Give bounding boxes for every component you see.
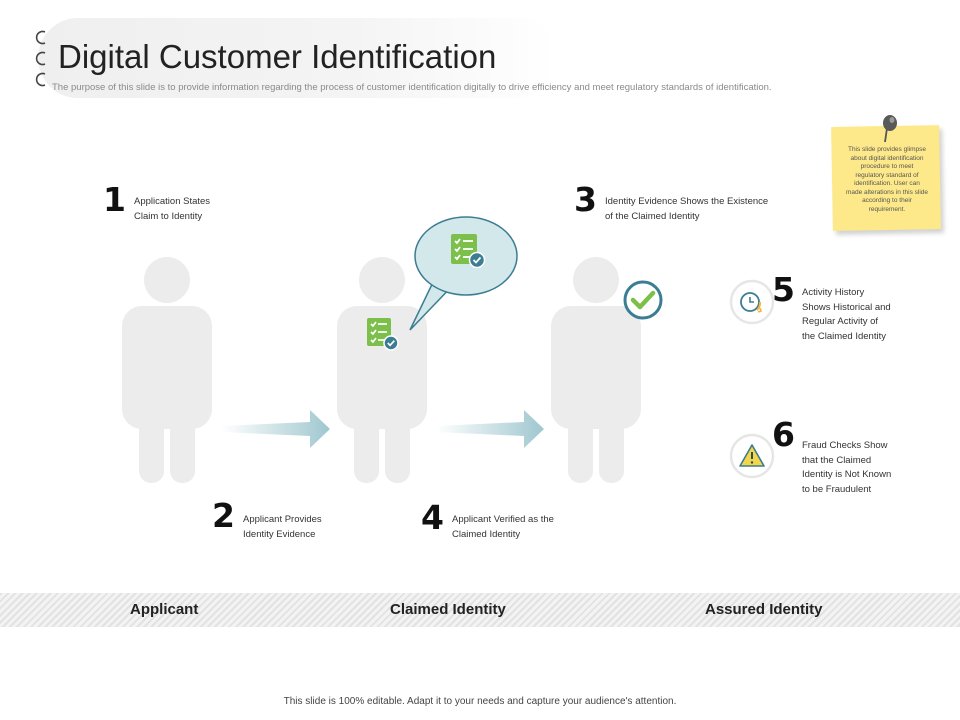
flow-arrow-1 (222, 410, 330, 448)
step-4-number: 4 (421, 498, 444, 537)
page-subtitle: The purpose of this slide is to provide … (52, 82, 772, 93)
page-title: Digital Customer Identification (58, 38, 497, 75)
binder-rings-icon (35, 30, 46, 87)
stage-label-claimed-identity: Claimed Identity (390, 601, 506, 618)
step-3-text: Identity Evidence Shows the Existence of… (605, 196, 769, 222)
speech-bubble (409, 216, 518, 331)
step-3-number: 3 (574, 180, 597, 219)
sticky-note-text: This slide provides glimpse about digita… (845, 146, 928, 213)
pushpin-icon (883, 115, 897, 143)
step-5-number: 5 (772, 270, 795, 309)
step-4-text: Applicant Verified as the Claimed Identi… (452, 514, 554, 540)
applicant-figure (122, 257, 212, 483)
step-1-number: 1 (103, 180, 126, 219)
step-6-number: 6 (772, 415, 795, 454)
step-5-text: Activity History Shows Historical and Re… (802, 287, 891, 342)
checkmark-circle-icon (623, 280, 663, 320)
clock-history-icon (729, 279, 775, 325)
stage-label-assured-identity: Assured Identity (705, 601, 823, 618)
step-1-text: Application States Claim to Identity (134, 196, 211, 222)
step-2-text: Applicant Provides Identity Evidence (243, 514, 322, 540)
step-2-number: 2 (212, 496, 235, 535)
step-6-text: Fraud Checks Show that the Claimed Ident… (802, 440, 892, 495)
checklist-document-icon (367, 318, 399, 351)
title-band (38, 18, 558, 98)
claimed-identity-figure (337, 257, 427, 483)
checklist-document-icon (451, 234, 486, 269)
warning-triangle-icon (729, 433, 775, 479)
flow-arrow-2 (436, 410, 544, 448)
stage-bar (0, 593, 960, 627)
stage-label-applicant: Applicant (130, 601, 199, 618)
footer-note: This slide is 100% editable. Adapt it to… (283, 696, 677, 707)
